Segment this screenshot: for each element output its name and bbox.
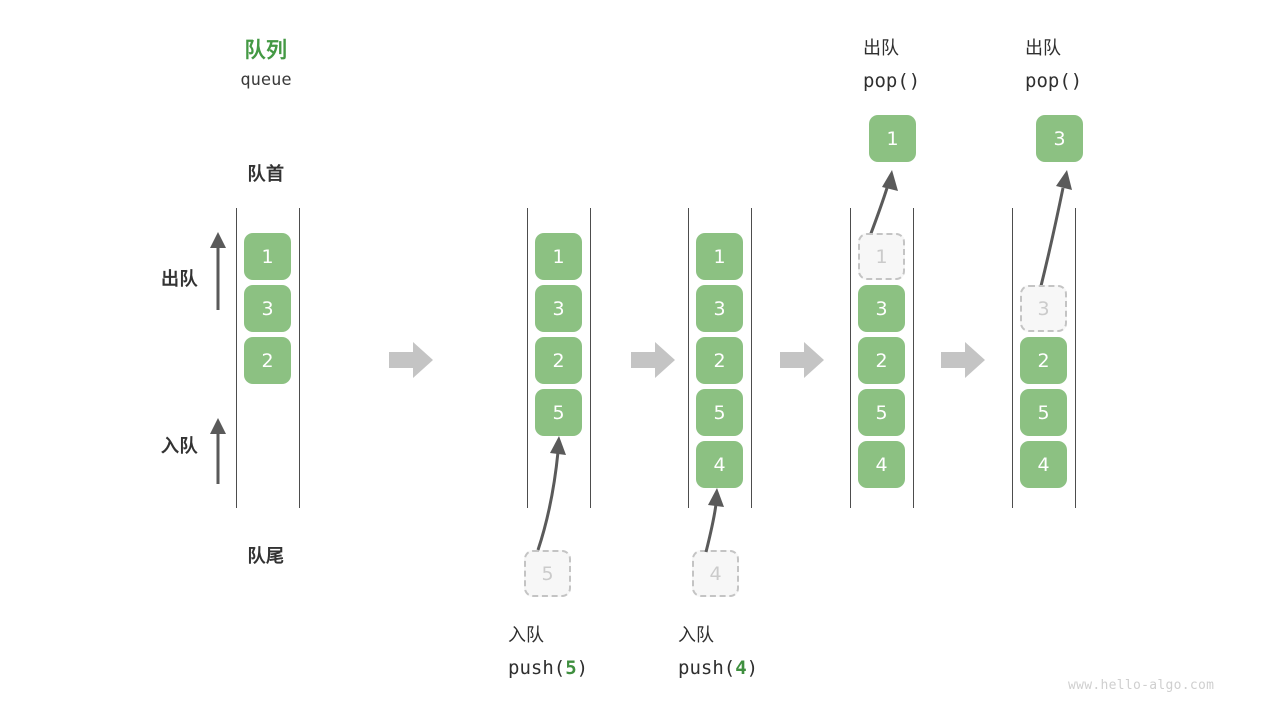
pop-arrow-icon bbox=[1038, 170, 1072, 291]
queue-block: 3 bbox=[696, 285, 743, 332]
queue-block-ghost: 1 bbox=[858, 233, 905, 280]
operation-code: push(4) bbox=[678, 657, 759, 679]
push-arrow-icon bbox=[704, 488, 724, 553]
popped-block: 1 bbox=[869, 115, 916, 162]
diagram-title-en: queue bbox=[240, 70, 292, 90]
pop-arrow-icon bbox=[868, 170, 898, 237]
queue-block: 2 bbox=[244, 337, 291, 384]
queue-block: 5 bbox=[696, 389, 743, 436]
operation-code: pop() bbox=[863, 70, 921, 92]
rail-left bbox=[850, 208, 851, 508]
diagram-title-cn: 队列 bbox=[244, 38, 288, 62]
watermark: www.hello-algo.com bbox=[1068, 678, 1215, 693]
front-label: 队首 bbox=[247, 164, 285, 185]
operation-label-cn: 入队 bbox=[508, 625, 544, 646]
queue-block: 1 bbox=[696, 233, 743, 280]
queue-block: 3 bbox=[858, 285, 905, 332]
queue-block-ghost: 3 bbox=[1020, 285, 1067, 332]
rail-right bbox=[913, 208, 914, 508]
operation-label-cn: 入队 bbox=[678, 625, 714, 646]
rail-right bbox=[751, 208, 752, 508]
queue-block: 3 bbox=[244, 285, 291, 332]
queue-block: 5 bbox=[1020, 389, 1067, 436]
incoming-ghost-block: 5 bbox=[524, 550, 571, 597]
enqueue-direction-arrow-icon bbox=[210, 418, 226, 484]
rail-right bbox=[590, 208, 591, 508]
queue-block: 4 bbox=[1020, 441, 1067, 488]
step-arrow-icon bbox=[780, 342, 824, 378]
queue-block: 1 bbox=[535, 233, 582, 280]
queue-block: 1 bbox=[244, 233, 291, 280]
push-arrow-icon bbox=[536, 436, 566, 551]
operation-code: push(5) bbox=[508, 657, 589, 679]
popped-block: 3 bbox=[1036, 115, 1083, 162]
dequeue-direction-arrow-icon bbox=[210, 232, 226, 310]
queue-block-new: 5 bbox=[535, 389, 582, 436]
rail-left bbox=[527, 208, 528, 508]
rail-right bbox=[1075, 208, 1076, 508]
rail-right bbox=[299, 208, 300, 508]
queue-block: 2 bbox=[696, 337, 743, 384]
queue-block-new: 4 bbox=[696, 441, 743, 488]
step-arrow-icon bbox=[941, 342, 985, 378]
enqueue-direction-label: 入队 bbox=[161, 436, 198, 457]
rail-left bbox=[1012, 208, 1013, 508]
rail-left bbox=[688, 208, 689, 508]
queue-block: 2 bbox=[1020, 337, 1067, 384]
rear-label: 队尾 bbox=[247, 546, 285, 567]
rail-left bbox=[236, 208, 237, 508]
operation-code: pop() bbox=[1025, 70, 1083, 92]
queue-block: 2 bbox=[535, 337, 582, 384]
queue-block: 4 bbox=[858, 441, 905, 488]
incoming-ghost-block: 4 bbox=[692, 550, 739, 597]
operation-label-cn: 出队 bbox=[863, 38, 899, 59]
step-arrow-icon bbox=[631, 342, 675, 378]
queue-block: 2 bbox=[858, 337, 905, 384]
dequeue-direction-label: 出队 bbox=[161, 269, 198, 290]
queue-block: 5 bbox=[858, 389, 905, 436]
operation-label-cn: 出队 bbox=[1025, 38, 1061, 59]
step-arrow-icon bbox=[389, 342, 433, 378]
queue-block: 3 bbox=[535, 285, 582, 332]
